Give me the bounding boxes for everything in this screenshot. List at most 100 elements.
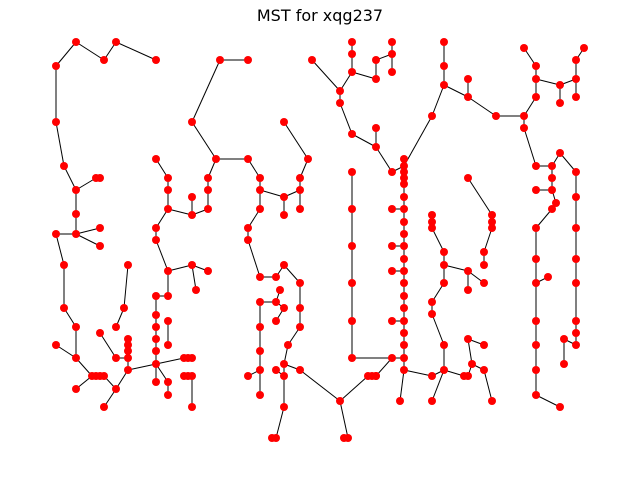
graph-node [532, 75, 540, 83]
graph-node [400, 162, 408, 170]
graph-node [112, 385, 120, 393]
graph-node [72, 210, 80, 218]
mst-edge [127, 363, 157, 371]
graph-node [372, 143, 380, 151]
graph-node [572, 341, 580, 349]
graph-node [152, 56, 160, 64]
mst-edge [403, 115, 433, 167]
graph-node [348, 168, 356, 176]
mst-edge [535, 208, 553, 229]
graph-node [388, 267, 396, 275]
mst-edge [431, 84, 445, 117]
graph-node [440, 261, 448, 269]
graph-node [480, 366, 488, 374]
mst-edge [443, 264, 469, 272]
graph-node [388, 354, 396, 362]
graph-node [256, 366, 264, 374]
mst-edge [523, 127, 537, 167]
mst-edge [467, 96, 497, 117]
graph-node [152, 360, 160, 368]
graph-node [532, 62, 540, 70]
graph-node [244, 56, 252, 64]
graph-node [396, 397, 404, 405]
mst-edge [467, 338, 473, 365]
graph-node [204, 186, 212, 194]
graph-node [272, 317, 280, 325]
graph-node [428, 397, 436, 405]
graph-node [400, 168, 408, 176]
graph-node [204, 205, 212, 213]
graph-node [52, 230, 60, 238]
graph-node [428, 298, 436, 306]
graph-node [124, 261, 132, 269]
graph-node [552, 199, 560, 207]
graph-node [348, 354, 356, 362]
graph-node [480, 279, 488, 287]
graph-node [60, 261, 68, 269]
graph-node [164, 341, 172, 349]
mst-edge [375, 146, 393, 173]
graph-node [572, 56, 580, 64]
graph-node [572, 329, 580, 337]
mst-edge [375, 357, 393, 377]
graph-node [244, 224, 252, 232]
graph-node [188, 261, 196, 269]
graph-node [428, 218, 436, 226]
graph-node [152, 347, 160, 355]
mst-edge [275, 406, 285, 439]
graph-node [280, 211, 288, 219]
graph-node [400, 267, 408, 275]
mst-edge [311, 59, 341, 92]
graph-node [388, 317, 396, 325]
graph-node [488, 218, 496, 226]
graph-node [572, 193, 580, 201]
graph-node [152, 311, 160, 319]
graph-node [296, 174, 304, 182]
graph-node [272, 366, 280, 374]
graph-node [96, 329, 104, 337]
graph-node [152, 155, 160, 163]
mst-edge [75, 233, 101, 247]
mst-edge [123, 264, 129, 309]
graph-node [124, 341, 132, 349]
mst-edge [431, 369, 445, 402]
graph-node [440, 366, 448, 374]
graph-node [400, 304, 408, 312]
graph-node [216, 56, 224, 64]
graph-node [52, 118, 60, 126]
graph-node [532, 279, 540, 287]
graph-node [372, 75, 380, 83]
mst-edge [155, 239, 169, 272]
mst-edge [283, 264, 301, 284]
mst-edge [63, 165, 77, 191]
graph-node [388, 38, 396, 46]
mst-edge [443, 84, 469, 98]
graph-node [296, 323, 304, 331]
graph-node [280, 261, 288, 269]
node-layer [52, 38, 588, 442]
graph-node [72, 354, 80, 362]
graph-node [572, 93, 580, 101]
graph-node [164, 391, 172, 399]
mst-edge [351, 133, 377, 148]
graph-node [304, 155, 312, 163]
graph-node [256, 205, 264, 213]
graph-node [60, 162, 68, 170]
graph-node [256, 323, 264, 331]
graph-node [280, 360, 288, 368]
graph-node [440, 248, 448, 256]
mst-edge [55, 121, 65, 167]
graph-node [560, 335, 568, 343]
mst-edge [399, 369, 405, 402]
graph-node [188, 118, 196, 126]
graph-node [400, 180, 408, 188]
graph-node [428, 112, 436, 120]
graph-node [188, 372, 196, 380]
mst-edge [259, 189, 285, 198]
graph-node [560, 360, 568, 368]
mst-edge [339, 102, 353, 135]
mst-edge [483, 227, 493, 253]
graph-node [52, 62, 60, 70]
graph-node [400, 155, 408, 163]
